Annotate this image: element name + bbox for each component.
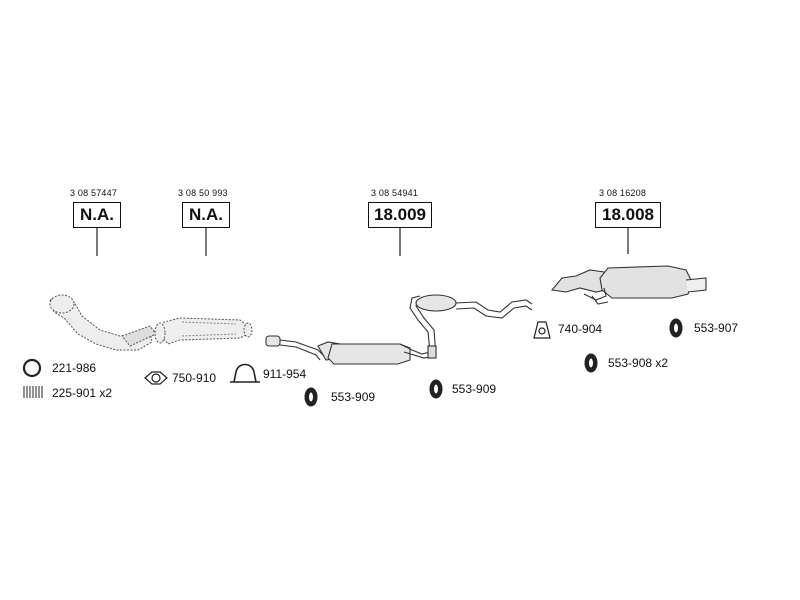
fitting-label-553-909-a: 553-909 <box>331 390 376 404</box>
fitting-label-221-986: 221-986 <box>52 361 97 375</box>
part-code-box-front-pipe[interactable]: N.A. <box>73 202 121 228</box>
catalyst-drawing <box>154 317 253 345</box>
part-ref-rear-silencer: 3 08 16208 <box>599 188 647 198</box>
rubber-mount-icon <box>669 318 683 338</box>
rubber-mount-icon <box>304 387 318 407</box>
rear-silencer-drawing <box>550 265 707 305</box>
middle-silencer-drawing <box>265 294 533 365</box>
front-pipe-drawing <box>49 294 157 351</box>
flange-gasket-icon <box>144 371 168 385</box>
clamp-icon <box>230 363 260 383</box>
rubber-mount-icon <box>429 379 443 399</box>
part-ref-middle-silencer: 3 08 54941 <box>371 188 419 198</box>
rubber-mount-icon <box>584 353 598 373</box>
part-ref-catalyst: 3 08 50 993 <box>178 188 228 198</box>
fitting-label-740-904: 740-904 <box>558 322 603 336</box>
fitting-label-553-908: 553-908 x2 <box>608 356 669 370</box>
part-code-box-rear-silencer[interactable]: 18.008 <box>595 202 661 228</box>
ring-gasket-icon <box>22 358 42 378</box>
fitting-label-911-954: 911-954 <box>263 367 307 381</box>
part-code-box-middle-silencer[interactable]: 18.009 <box>368 202 432 228</box>
part-code-box-catalyst[interactable]: N.A. <box>182 202 230 228</box>
fitting-label-553-909-b: 553-909 <box>452 382 497 396</box>
part-ref-front-pipe: 3 08 57447 <box>70 188 118 198</box>
bracket-gasket-icon <box>533 321 551 339</box>
spring-icon <box>23 386 43 398</box>
fitting-label-750-910: 750-910 <box>172 371 217 385</box>
fitting-label-225-901: 225-901 x2 <box>52 386 113 400</box>
fitting-label-553-907: 553-907 <box>694 321 739 335</box>
